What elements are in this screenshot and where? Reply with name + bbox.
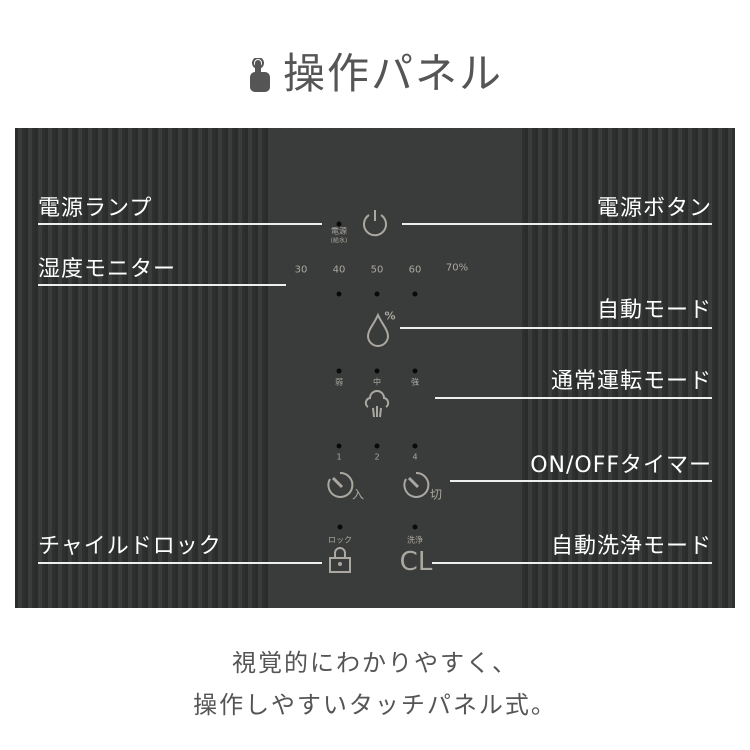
leader-line [38,562,322,564]
led [412,524,418,530]
label-power-button: 電源ボタン [596,196,712,221]
label-power-lamp: 電源ランプ [38,196,153,221]
level-strong: 強 [411,377,419,387]
timer-4h: 4 [412,452,418,462]
power-led [336,221,342,227]
humidity-70: 70% [445,262,469,274]
power-led-label: 電源(給水) [330,226,348,245]
humidity-30: 30 [294,264,308,276]
lock-label: ロック [328,535,352,545]
timer-off-icon[interactable] [401,470,431,500]
drop-icon[interactable] [365,312,391,347]
clean-label: 洗浄 [407,535,423,545]
led [336,291,342,297]
level-weak: 弱 [335,377,343,387]
humidity-50: 50 [370,264,384,276]
label-child-lock: チャイルドロック [38,534,222,559]
led [374,368,380,374]
page-title: 操作パネル [0,40,750,101]
leader-line [402,223,712,225]
led [412,291,418,297]
timer-1h: 1 [336,452,342,462]
timer-2h: 2 [374,452,380,462]
label-auto-clean: 自動洗浄モード [550,534,712,559]
label-timer: ON/OFFタイマー [530,453,712,478]
led [374,291,380,297]
label-auto-mode: 自動モード [596,298,712,323]
footer-line-1: 視覚的にわかりやすく、 [232,649,518,677]
humidity-40: 40 [332,264,346,276]
label-humidity-monitor: 湿度モニター [38,257,177,282]
led [412,443,418,449]
label-normal-mode: 通常運転モード [550,369,712,394]
level-mid: 中 [373,377,381,387]
humidity-60: 60 [408,264,422,276]
timer-off-label: 切 [429,487,443,502]
leader-line [435,397,712,399]
power-icon[interactable] [359,208,391,240]
timer-on-label: 入 [351,487,365,502]
leader-line [38,284,286,286]
drop-percent: % [384,309,396,323]
led [336,443,342,449]
touch-hand-icon [249,57,270,92]
clean-button[interactable]: CL [399,547,433,577]
lock-icon[interactable] [328,547,352,573]
leader-line [400,327,712,329]
leader-line [38,223,322,225]
footer-line-2: 操作しやすいタッチパネル式。 [193,691,557,719]
leader-line [450,480,712,482]
timer-on-icon[interactable] [325,470,355,500]
leader-line [432,562,712,564]
led [337,524,343,530]
control-panel-photo [15,128,735,608]
led [336,368,342,374]
led [374,443,380,449]
steam-icon[interactable] [362,390,392,418]
title-text: 操作パネル [282,49,503,98]
panel-center [270,128,520,608]
led [412,368,418,374]
